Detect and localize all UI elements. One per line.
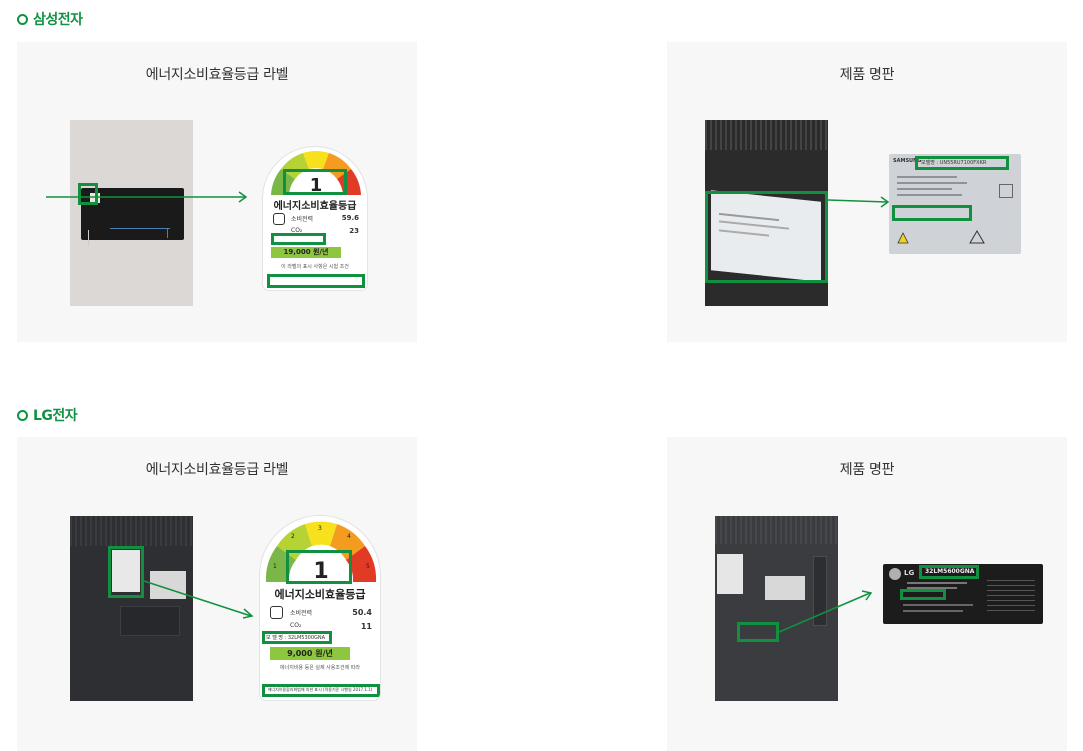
panel-title: 제품 명판 bbox=[839, 462, 895, 478]
grade-highlight-box bbox=[283, 169, 347, 195]
svg-text:3: 3 bbox=[318, 525, 322, 532]
nameplate-image: LG 32LM5600GNA bbox=[883, 564, 1043, 624]
svg-text:1: 1 bbox=[273, 563, 277, 570]
samsung-nameplate-panel: 제품 명판 SAMSUNG 모델명 : UN55RU7100FXKR bbox=[667, 42, 1067, 342]
svg-text:4: 4 bbox=[347, 533, 351, 540]
grade-highlight-box bbox=[286, 550, 352, 584]
section-heading-text: LG전자 bbox=[33, 408, 78, 424]
nameplate-highlight-box bbox=[705, 191, 828, 283]
footer-highlight-box bbox=[262, 684, 380, 697]
label-model: 모 델 명 : 32LM5300GNA bbox=[266, 635, 326, 641]
serial-highlight-box bbox=[900, 589, 946, 600]
svg-text:1: 1 bbox=[310, 175, 323, 196]
nameplate-model: 32LM5600GNA bbox=[925, 568, 975, 575]
value-1: 59.6 bbox=[341, 214, 359, 222]
annual-cost: 19,000 원/년 bbox=[271, 247, 341, 258]
section-heading-text: 삼성전자 bbox=[33, 12, 83, 28]
tv-back-photo bbox=[70, 516, 193, 701]
tv-nameplate-photo bbox=[705, 120, 828, 306]
annual-cost: 9,000 원/년 bbox=[270, 647, 350, 660]
circle-bullet-icon bbox=[17, 409, 28, 421]
label-footer: 에너지이용합리화법에 의한 표시 (적용기준 시행일 2017.1.1) bbox=[267, 687, 373, 692]
pointer-arrow-icon bbox=[143, 580, 254, 619]
label-title: 에너지소비효율등급 bbox=[273, 201, 357, 212]
section-heading-lg: LG전자 bbox=[17, 405, 78, 425]
lg-nameplate-panel: 제품 명판 LG 32LM5600GNA bbox=[667, 437, 1067, 751]
model-highlight-box bbox=[271, 233, 326, 245]
svg-text:1: 1 bbox=[313, 559, 328, 584]
nameplate-brand: SAMSUNG bbox=[893, 158, 922, 164]
section-heading-samsung: 삼성전자 bbox=[17, 9, 83, 29]
port-highlight-box bbox=[737, 622, 779, 642]
nameplate-model: 모델명 : UN55RU7100FXKR bbox=[921, 160, 987, 166]
label-title: 에너지소비효율등급 bbox=[274, 588, 366, 601]
pointer-arrow-icon bbox=[46, 191, 248, 203]
panel-title: 에너지소비효율등급 라벨 bbox=[145, 67, 289, 83]
model-highlight-box bbox=[919, 565, 979, 579]
model-highlight-box bbox=[915, 156, 1009, 170]
value-2: 23 bbox=[349, 227, 359, 235]
panel-title: 제품 명판 bbox=[839, 67, 895, 83]
pointer-arrow-icon bbox=[778, 590, 873, 633]
label-highlight-box bbox=[78, 183, 98, 205]
pointer-arrow-icon bbox=[827, 196, 890, 208]
svg-text:2: 2 bbox=[291, 533, 295, 540]
lg-logo-icon bbox=[889, 568, 901, 580]
serial-highlight-box bbox=[892, 205, 972, 221]
label-highlight-box bbox=[108, 546, 144, 598]
value-1: 50.4 bbox=[352, 608, 372, 617]
model-highlight-box bbox=[262, 631, 332, 644]
panel-title: 에너지소비효율등급 라벨 bbox=[145, 462, 289, 478]
tv-back-photo bbox=[70, 120, 193, 306]
nameplate-image: SAMSUNG 모델명 : UN55RU7100FXKR bbox=[889, 154, 1021, 254]
svg-text:5: 5 bbox=[366, 563, 370, 570]
footer-highlight-box bbox=[267, 274, 365, 288]
tv-back-photo bbox=[715, 516, 838, 701]
circle-bullet-icon bbox=[17, 13, 28, 25]
nameplate-brand: LG bbox=[904, 569, 915, 577]
value-2: 11 bbox=[360, 622, 372, 631]
